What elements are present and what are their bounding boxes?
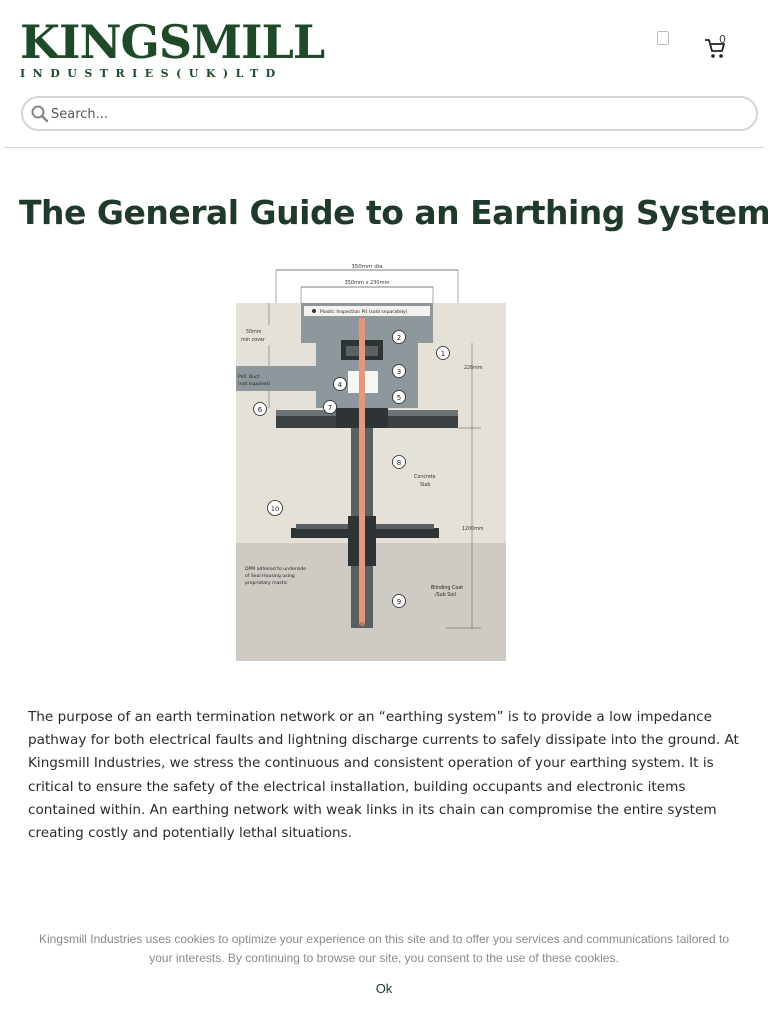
kingsmill-logo[interactable]: KINGSMILL INDUSTRIES(UK)LTD [20, 16, 325, 82]
callout-2: 2 [397, 334, 401, 342]
callout-10: 10 [271, 505, 279, 513]
header-divider [4, 147, 764, 148]
cookie-text: Kingsmill Industries uses cookies to opt… [38, 932, 730, 965]
pit-label: Plastic Inspection Pit (sold separately) [320, 309, 408, 315]
cookie-banner: Kingsmill Industries uses cookies to opt… [0, 930, 768, 997]
cookie-ok-button[interactable]: Ok [375, 981, 393, 996]
site-header: KINGSMILL INDUSTRIES(UK)LTD 0 [0, 0, 768, 148]
dim-226: 226mm [464, 365, 483, 371]
search-input[interactable] [51, 103, 741, 125]
min-cover-2: min cover [241, 337, 265, 343]
concrete-2: Slab [420, 482, 430, 488]
blinding-2: /Sub Soil [435, 592, 456, 598]
callout-1: 1 [441, 350, 445, 358]
callout-6: 6 [258, 406, 263, 414]
dpm-2: of Seal Housing using [245, 573, 295, 579]
cart-count: 0 [719, 33, 726, 46]
dim-top-label: 350mm dia [351, 264, 382, 270]
page-title: The General Guide to an Earthing System [19, 193, 768, 232]
callout-7: 7 [328, 404, 332, 412]
dim-inner-label: 350mm x 230mm [345, 280, 390, 286]
pvc-duct-2: (not supplied) [238, 381, 270, 387]
logo-subtitle: INDUSTRIES(UK)LTD [20, 67, 283, 80]
blinding-1: Blinding Coat [431, 585, 463, 591]
dpm-1: DPM adhered to underside [245, 566, 306, 572]
dpm-3: proprietary mastic [245, 580, 288, 586]
callout-5: 5 [397, 394, 401, 402]
user-icon[interactable] [657, 31, 669, 45]
concrete-1: Concrete [414, 474, 436, 480]
pvc-duct-1: PVC Duct [238, 374, 260, 380]
callout-4: 4 [338, 381, 343, 389]
callout-9: 9 [397, 598, 401, 606]
callout-8: 8 [397, 459, 401, 467]
earthing-system-diagram: 350mm dia 350mm x 230mm Plastic Inspecti… [236, 264, 506, 661]
min-cover-1: 50mm [246, 329, 262, 335]
cart-icon[interactable] [702, 34, 730, 62]
logo-wordmark: KINGSMILL [20, 15, 325, 69]
callout-3: 3 [397, 368, 401, 376]
search-bar[interactable] [21, 96, 758, 131]
article-body: The purpose of an earth termination netw… [28, 709, 739, 842]
search-icon[interactable] [30, 104, 50, 124]
dim-1200: 1200mm [462, 526, 484, 532]
